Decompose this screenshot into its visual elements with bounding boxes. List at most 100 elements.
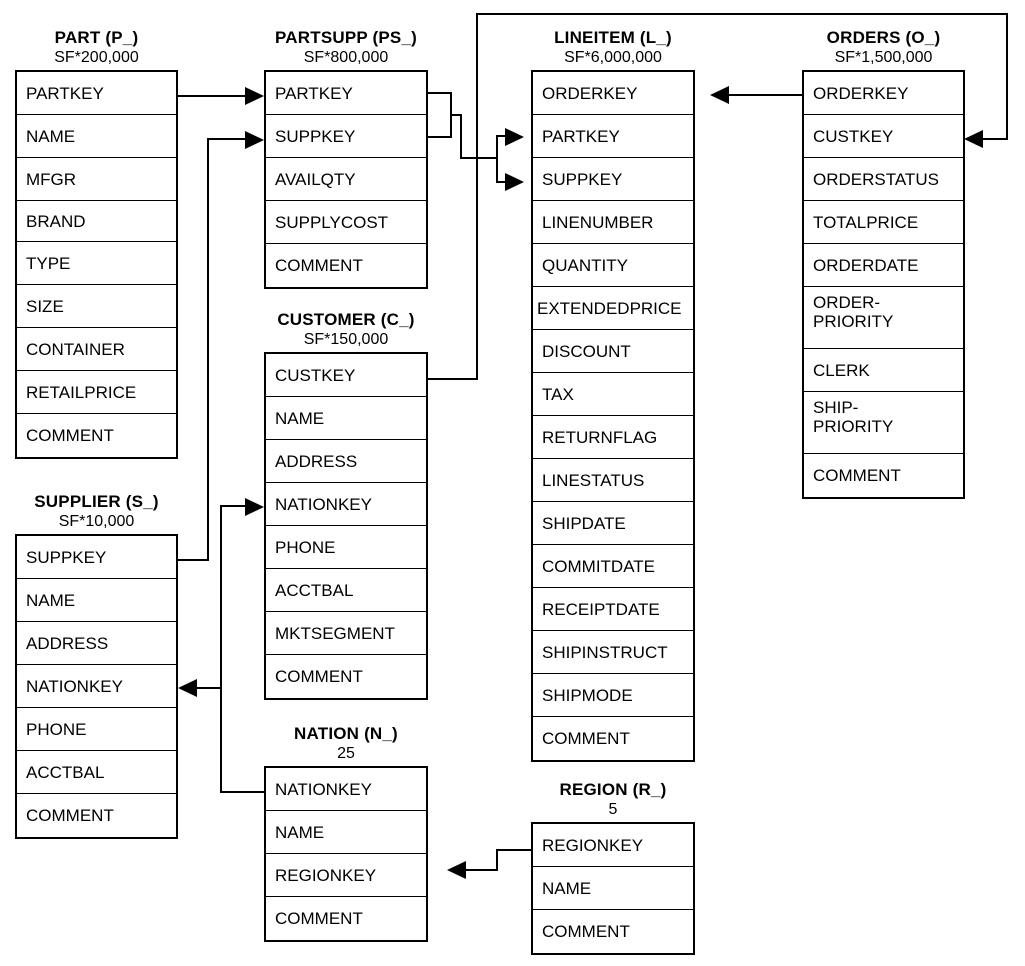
rel-partsupp-lineitem-src-suppkey <box>428 136 452 138</box>
rel-nation-fanout-trunk <box>220 505 222 793</box>
rel-region-nation-arrowhead <box>447 861 466 879</box>
entity-orders: ORDERS (O_) SF*1,500,000 ORDERKEY CUSTKE… <box>802 28 965 499</box>
field-customer-acctbal: ACCTBAL <box>266 569 426 612</box>
field-orders-ship-priority-line1: SHIP- <box>813 398 859 417</box>
field-orders-ship-priority: SHIP- PRIORITY <box>804 392 963 454</box>
field-lineitem-returnflag: RETURNFLAG <box>533 416 693 459</box>
rel-partsupp-lineitem-trunk-v <box>460 114 462 158</box>
entity-customer: CUSTOMER (C_) SF*150,000 CUSTKEY NAME AD… <box>264 310 428 700</box>
rel-supplier-partsupp-seg-v <box>207 138 209 561</box>
entity-partsupp-cardinality: SF*800,000 <box>303 49 389 66</box>
field-region-name: NAME <box>533 867 693 910</box>
rel-region-nation-seg-h1 <box>497 849 531 851</box>
entity-region-box: REGIONKEY NAME COMMENT <box>531 822 695 955</box>
field-lineitem-discount: DISCOUNT <box>533 330 693 373</box>
rel-customer-orders-seg-h2 <box>983 138 1008 140</box>
entity-nation-cardinality: 25 <box>337 745 355 762</box>
rel-supplier-partsupp-seg-h1 <box>178 559 209 561</box>
field-lineitem-shipmode: SHIPMODE <box>533 674 693 717</box>
entity-supplier-title: SUPPLIER (S_) <box>34 492 159 511</box>
entity-orders-title: ORDERS (O_) <box>826 28 941 47</box>
rel-region-nation-seg-v <box>496 849 498 871</box>
entity-region-title: REGION (R_) <box>559 780 667 799</box>
rel-part-partsupp-line <box>178 95 246 97</box>
rel-customer-orders-seg-v1 <box>476 14 478 380</box>
rel-nation-fanout-src <box>222 791 266 793</box>
field-customer-comment: COMMENT <box>266 655 426 698</box>
field-customer-phone: PHONE <box>266 526 426 569</box>
field-supplier-suppkey: SUPPKEY <box>17 536 176 579</box>
rel-partsupp-lineitem-src-partkey <box>428 92 452 94</box>
field-part-retailprice: RETAILPRICE <box>17 371 176 414</box>
entity-customer-cardinality: SF*150,000 <box>303 331 389 348</box>
rel-partsupp-lineitem-split-v <box>496 135 498 183</box>
field-part-brand: BRAND <box>17 201 176 242</box>
entity-orders-cardinality: SF*1,500,000 <box>834 49 933 66</box>
field-lineitem-shipinstruct: SHIPINSTRUCT <box>533 631 693 674</box>
field-orders-order-priority-line2: PRIORITY <box>813 312 894 331</box>
field-orders-comment: COMMENT <box>804 454 963 497</box>
field-lineitem-orderkey: ORDERKEY <box>533 72 693 115</box>
field-nation-comment: COMMENT <box>266 897 426 940</box>
entity-lineitem-box: ORDERKEY PARTKEY SUPPKEY LINENUMBER QUAN… <box>531 70 695 762</box>
field-orders-order-priority: ORDER- PRIORITY <box>804 287 963 349</box>
rel-customer-orders-arrowhead <box>964 130 983 148</box>
field-supplier-acctbal: ACCTBAL <box>17 751 176 794</box>
field-region-comment: COMMENT <box>533 910 693 953</box>
rel-part-partsupp-arrowhead <box>245 87 264 105</box>
entity-customer-box: CUSTKEY NAME ADDRESS NATIONKEY PHONE ACC… <box>264 352 428 700</box>
field-orders-totalprice: TOTALPRICE <box>804 201 963 244</box>
field-partsupp-comment: COMMENT <box>266 244 426 287</box>
field-part-size: SIZE <box>17 285 176 328</box>
field-orders-orderstatus: ORDERSTATUS <box>804 158 963 201</box>
field-supplier-nationkey: NATIONKEY <box>17 665 176 708</box>
entity-nation: NATION (N_) 25 NATIONKEY NAME REGIONKEY … <box>264 724 428 942</box>
rel-partsupp-lineitem-dst-suppkey <box>496 181 508 183</box>
field-region-regionkey: REGIONKEY <box>533 824 693 867</box>
entity-supplier-cardinality: SF*10,000 <box>58 513 135 530</box>
field-part-mfgr: MFGR <box>17 158 176 201</box>
field-part-type: TYPE <box>17 242 176 285</box>
field-customer-address: ADDRESS <box>266 440 426 483</box>
field-nation-nationkey: NATIONKEY <box>266 768 426 811</box>
field-lineitem-receiptdate: RECEIPTDATE <box>533 588 693 631</box>
field-lineitem-shipdate: SHIPDATE <box>533 502 693 545</box>
field-supplier-comment: COMMENT <box>17 794 176 837</box>
rel-partsupp-lineitem-trunk-h <box>460 157 498 159</box>
field-supplier-address: ADDRESS <box>17 622 176 665</box>
rel-nation-supplier-arrowhead <box>178 679 197 697</box>
field-lineitem-linestatus: LINESTATUS <box>533 459 693 502</box>
field-orders-custkey: CUSTKEY <box>804 115 963 158</box>
field-part-comment: COMMENT <box>17 414 176 457</box>
entity-part-title: PART (P_) <box>54 28 139 47</box>
field-lineitem-linenumber: LINENUMBER <box>533 201 693 244</box>
field-lineitem-commitdate: COMMITDATE <box>533 545 693 588</box>
field-orders-order-priority-line1: ORDER- <box>813 293 881 312</box>
field-lineitem-partkey: PARTKEY <box>533 115 693 158</box>
field-orders-orderkey: ORDERKEY <box>804 72 963 115</box>
field-partsupp-availqty: AVAILQTY <box>266 158 426 201</box>
entity-nation-title: NATION (N_) <box>294 724 398 743</box>
rel-customer-orders-seg-v2 <box>1006 13 1008 139</box>
rel-supplier-partsupp-arrowhead <box>245 131 264 149</box>
entity-lineitem: LINEITEM (L_) SF*6,000,000 ORDERKEY PART… <box>531 28 695 762</box>
rel-nation-supplier-seg-h <box>197 687 222 689</box>
field-lineitem-tax: TAX <box>533 373 693 416</box>
rel-region-nation-seg-h2 <box>466 869 497 871</box>
field-customer-mktsegment: MKTSEGMENT <box>266 612 426 655</box>
rel-partsupp-lineitem-merge-h <box>450 114 462 116</box>
rel-supplier-partsupp-seg-h2 <box>207 138 246 140</box>
field-nation-name: NAME <box>266 811 426 854</box>
field-orders-clerk: CLERK <box>804 349 963 392</box>
entity-nation-box: NATIONKEY NAME REGIONKEY COMMENT <box>264 766 428 942</box>
entity-lineitem-cardinality: SF*6,000,000 <box>564 49 662 66</box>
rel-customer-orders-seg-h1 <box>428 378 478 380</box>
entity-lineitem-title: LINEITEM (L_) <box>554 28 672 47</box>
entity-partsupp: PARTSUPP (PS_) SF*800,000 PARTKEY SUPPKE… <box>264 28 428 289</box>
field-customer-custkey: CUSTKEY <box>266 354 426 397</box>
field-partsupp-suppkey: SUPPKEY <box>266 115 426 158</box>
field-partsupp-supplycost: SUPPLYCOST <box>266 201 426 244</box>
entity-partsupp-box: PARTKEY SUPPKEY AVAILQTY SUPPLYCOST COMM… <box>264 70 428 289</box>
field-part-partkey: PARTKEY <box>17 72 176 115</box>
